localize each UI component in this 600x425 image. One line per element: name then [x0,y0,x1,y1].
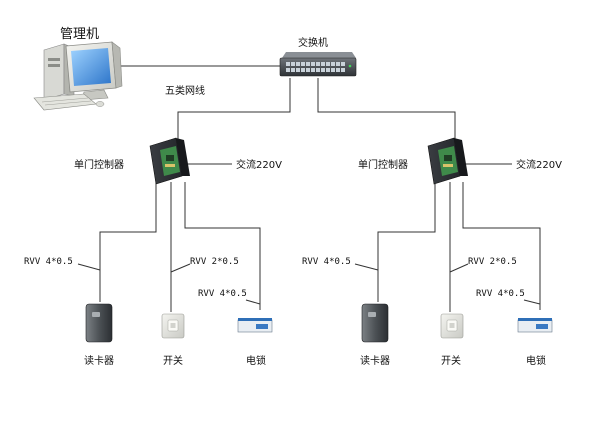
right-switch-leader [449,263,469,273]
left-exit-switch-icon [161,313,185,339]
right-lock-cable-label: RVV 4*0.5 [476,289,525,299]
right-controller-icon [427,137,468,185]
left-reader-cable-label: RVV 4*0.5 [24,257,73,267]
right-switch-cable-label: RVV 2*0.5 [468,257,517,267]
left-reader-wire [99,182,157,302]
right-reader-leader [354,263,379,271]
right-reader-label: 读卡器 [360,354,390,367]
right-lock-label: 电锁 [526,354,546,367]
right-controller-label: 单门控制器 [358,158,408,171]
left-reader-label: 读卡器 [84,354,114,367]
left-lock-wire [184,182,261,310]
left-controller-label: 单门控制器 [74,158,124,171]
left-switch-leader [170,263,191,273]
network-cable-label: 五类网线 [165,84,205,97]
left-switch-cable-label: RVV 2*0.5 [190,257,239,267]
right-exit-switch-icon [440,313,464,339]
switch-left-line [177,78,291,142]
left-lock-cable-label: RVV 4*0.5 [198,289,247,299]
right-lock-leader [523,299,541,305]
left-power-label: 交流220V [236,158,282,171]
connection-lines [77,65,541,312]
management-pc-label: 管理机 [60,27,99,42]
left-electric-lock-icon [237,318,273,333]
left-reader-leader [77,263,101,271]
right-reader-cable-label: RVV 4*0.5 [302,257,351,267]
right-exit-switch-label: 开关 [441,354,461,367]
left-lock-label: 电锁 [246,354,266,367]
right-card-reader-icon [361,303,389,343]
switch-label: 交换机 [298,36,328,49]
right-reader-wire [377,182,436,302]
right-lock-wire [462,182,541,310]
left-card-reader-icon [85,303,113,343]
left-controller-icon [149,137,190,185]
right-electric-lock-icon [517,318,553,333]
left-lock-leader [245,299,261,305]
computer-icon [33,41,123,111]
switch-right-line [317,78,456,142]
left-exit-switch-label: 开关 [163,354,183,367]
right-power-label: 交流220V [516,158,562,171]
network-switch-icon [279,52,357,77]
